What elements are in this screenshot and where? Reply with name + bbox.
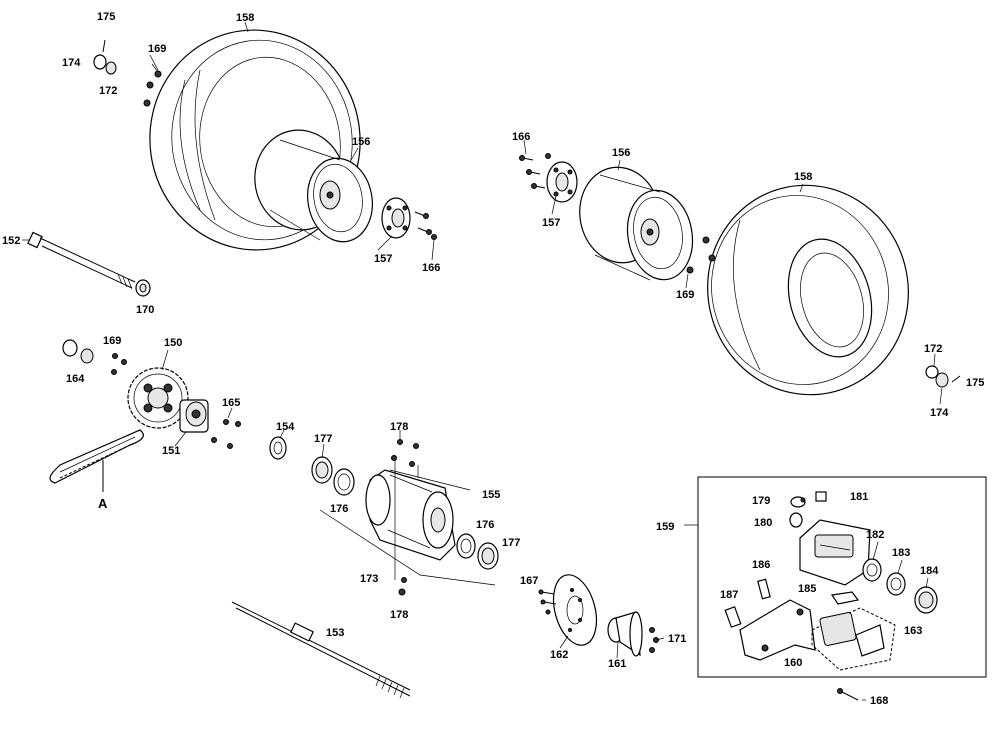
callout-163: 163	[904, 625, 922, 637]
rear-axle-shaft[interactable]	[231, 601, 411, 699]
slide-pin-187[interactable]	[724, 606, 742, 628]
callout-174-right: 174	[930, 407, 949, 419]
housing-bolts-178[interactable]	[391, 439, 419, 596]
callout-184: 184	[920, 565, 939, 577]
bearing-176-left[interactable]	[333, 468, 355, 496]
sprocket[interactable]	[127, 367, 189, 429]
callout-157-right: 157	[542, 217, 560, 229]
callout-167: 167	[520, 575, 538, 587]
callout-154: 154	[276, 421, 295, 433]
bolt-168[interactable]	[837, 688, 859, 701]
sprocket-hub[interactable]	[179, 399, 209, 433]
left-wheel-rim[interactable]	[247, 123, 379, 247]
callout-183: 183	[892, 547, 910, 559]
callout-180: 180	[754, 517, 772, 529]
callout-165: 165	[222, 397, 240, 409]
callout-178-bottom: 178	[390, 609, 408, 621]
callout-164: 164	[66, 373, 85, 385]
drive-chain[interactable]	[49, 429, 144, 492]
pad-spring-185[interactable]	[830, 591, 860, 605]
caliper-body[interactable]	[799, 519, 871, 586]
callout-A: A	[98, 496, 108, 511]
callout-160: 160	[784, 657, 802, 669]
seal-154[interactable]	[269, 436, 287, 460]
bleed-screw-179[interactable]	[790, 496, 806, 508]
banjo-180[interactable]	[789, 512, 803, 528]
callout-182: 182	[866, 529, 884, 541]
right-axle-nut[interactable]	[925, 365, 961, 388]
slide-pin-186[interactable]	[757, 578, 771, 600]
bearing-177-right[interactable]	[477, 542, 499, 570]
bearing-176-right[interactable]	[456, 533, 476, 559]
callout-181: 181	[850, 491, 868, 503]
callout-168: 168	[870, 695, 888, 707]
dust-seal-183[interactable]	[886, 572, 906, 596]
bearing-177-left[interactable]	[311, 456, 333, 484]
callout-166-right: 166	[512, 131, 530, 143]
callout-172-right: 172	[924, 343, 942, 355]
brake-pads-163[interactable]	[811, 607, 896, 671]
right-tire[interactable]	[684, 163, 932, 418]
callout-166-left: 166	[422, 262, 440, 274]
callout-169-sprocket: 169	[103, 335, 121, 347]
callout-169-right: 169	[676, 289, 694, 301]
leader-lines	[22, 21, 943, 701]
right-wheel-rim[interactable]	[572, 161, 699, 285]
callout-169-top: 169	[148, 43, 166, 55]
brake-caliper-kit-box	[697, 476, 987, 678]
callout-175-right: 175	[966, 377, 984, 389]
callout-151: 151	[162, 445, 180, 457]
left-axle-nut[interactable]	[93, 39, 117, 75]
callout-176-right: 176	[476, 519, 494, 531]
callout-156-left: 156	[352, 136, 370, 148]
left-lug-nuts[interactable]	[143, 63, 162, 107]
piston-seal-182[interactable]	[862, 558, 882, 582]
callout-185: 185	[798, 583, 816, 595]
brake-disc-bolts[interactable]	[538, 589, 557, 615]
callout-158-left: 158	[236, 12, 254, 24]
axle-bolt[interactable]	[27, 231, 136, 290]
left-hub-studs[interactable]	[414, 211, 437, 240]
callout-152: 152	[2, 235, 20, 247]
caliper-piston-184[interactable]	[914, 586, 938, 614]
right-hub-studs[interactable]	[519, 153, 551, 189]
callout-177-right: 177	[502, 537, 520, 549]
callout-177-left: 177	[314, 433, 332, 445]
sprocket-nuts[interactable]	[62, 339, 127, 375]
carrier-nuts[interactable]	[649, 627, 659, 653]
callout-178-top: 178	[390, 421, 408, 433]
callout-171: 171	[668, 633, 686, 645]
bleed-cap-181[interactable]	[815, 491, 827, 502]
callout-175-top: 175	[97, 11, 115, 23]
callout-170: 170	[136, 304, 154, 316]
callout-173: 173	[360, 573, 378, 585]
sprocket-hub-bolts[interactable]	[211, 419, 241, 449]
callout-187: 187	[720, 589, 738, 601]
brake-disc[interactable]	[546, 570, 603, 650]
callout-158-right: 158	[794, 171, 812, 183]
callout-157-left: 157	[374, 253, 392, 265]
axle-bolt-nut[interactable]	[135, 279, 151, 297]
callout-159: 159	[656, 521, 674, 533]
callout-155: 155	[482, 489, 500, 501]
right-lug-nuts[interactable]	[686, 236, 716, 274]
right-wheel-hub[interactable]	[546, 161, 578, 203]
callout-162: 162	[550, 649, 568, 661]
callout-179: 179	[752, 495, 770, 507]
callout-176-left: 176	[330, 503, 348, 515]
disc-carrier[interactable]	[607, 611, 643, 657]
callout-172-top: 172	[99, 85, 117, 97]
callout-150: 150	[164, 337, 182, 349]
callout-186: 186	[752, 559, 770, 571]
left-wheel-hub[interactable]	[381, 197, 411, 239]
axle-housing[interactable]	[365, 455, 456, 580]
callout-174-top: 174	[62, 57, 81, 69]
housing-leader-lines	[319, 469, 496, 586]
caliper-bracket-160[interactable]	[739, 599, 816, 661]
callout-161: 161	[608, 658, 626, 670]
callout-153: 153	[326, 627, 344, 639]
callout-156-right: 156	[612, 147, 630, 159]
